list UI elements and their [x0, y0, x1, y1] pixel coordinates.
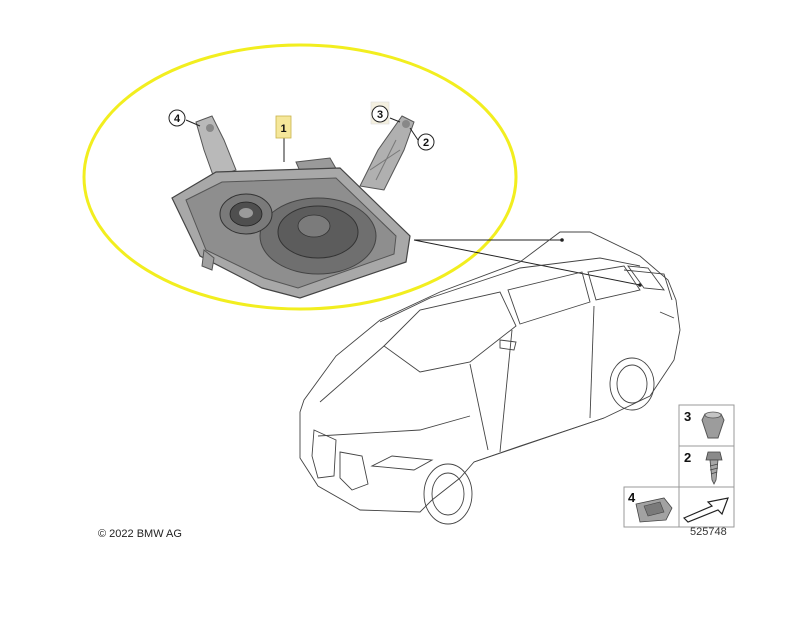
direction-arrow-icon — [682, 497, 729, 523]
callout-part-4[interactable]: 4 — [168, 109, 186, 127]
fastener-legend: 3 2 4 — [623, 404, 735, 528]
legend-arrow-box — [678, 486, 735, 528]
legend-item-4[interactable]: 4 — [623, 486, 680, 528]
copyright-text: © 2022 BMW AG — [98, 528, 182, 540]
callout-part-1[interactable]: 1 — [275, 115, 292, 139]
svg-text:2: 2 — [423, 137, 429, 149]
callout-part-2[interactable]: 2 — [417, 133, 435, 151]
highlight-ellipse — [82, 43, 518, 311]
svg-text:4: 4 — [174, 113, 181, 125]
svg-text:3: 3 — [684, 409, 691, 424]
svg-text:1: 1 — [280, 123, 286, 135]
svg-text:4: 4 — [628, 490, 636, 505]
svg-text:3: 3 — [377, 109, 383, 121]
diagram-id: 525748 — [690, 526, 727, 538]
location-leader-lines — [413, 238, 642, 287]
callout-part-3[interactable]: 3 — [370, 101, 390, 125]
screw-icon — [705, 451, 723, 461]
svg-text:2: 2 — [684, 450, 691, 465]
legend-item-2[interactable]: 2 — [678, 445, 735, 488]
vehicle-outline — [299, 231, 681, 525]
speaker-assembly[interactable] — [171, 115, 415, 299]
legend-item-3[interactable]: 3 — [678, 404, 735, 447]
